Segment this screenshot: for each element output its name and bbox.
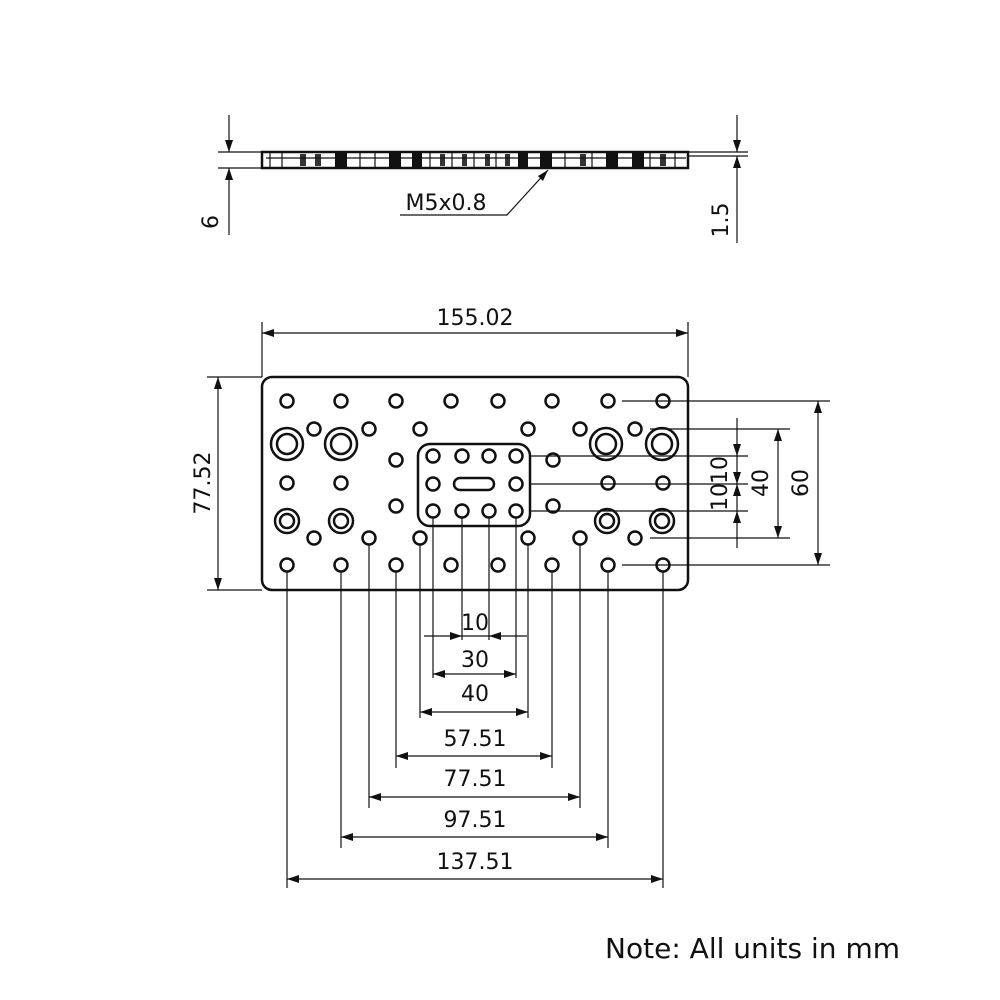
hdim-77-label: 77.51 xyxy=(444,767,507,792)
thickness-dimension: 6 xyxy=(199,115,262,235)
vdim-40-label: 40 xyxy=(749,469,774,497)
vdim-10b-label: 10 xyxy=(708,483,733,511)
horizontal-dimensions: 10 30 40 57.51 77.51 97.5 xyxy=(286,518,664,888)
thread-callout: M5x0.8 xyxy=(400,169,549,216)
side-view-holes xyxy=(266,152,686,168)
thickness-label: 6 xyxy=(199,215,224,229)
width-label: 155.02 xyxy=(437,306,514,331)
center-slot xyxy=(452,476,496,492)
units-note: Note: All units in mm xyxy=(605,932,900,965)
vertical-dimensions: 60 40 10 10 xyxy=(530,400,830,566)
hole-pattern xyxy=(269,393,680,573)
vdim-10a-label: 10 xyxy=(708,456,733,484)
hdim-137-label: 137.51 xyxy=(437,850,514,875)
hdim-97-label: 97.51 xyxy=(444,808,507,833)
hdim-57-label: 57.51 xyxy=(444,727,507,752)
counterbore-label: 1.5 xyxy=(709,203,734,238)
side-view-plate xyxy=(260,150,690,170)
side-view: 6 M5x0.8 1.5 xyxy=(199,115,748,243)
counterbore-dimension: 1.5 xyxy=(688,115,748,243)
center-pocket xyxy=(416,442,532,528)
hdim-30-label: 30 xyxy=(461,648,489,673)
height-label: 77.52 xyxy=(191,452,216,515)
hdim-40-label: 40 xyxy=(461,682,489,707)
thread-label: M5x0.8 xyxy=(406,191,487,216)
top-view: 155.02 77.52 60 xyxy=(191,306,830,888)
vdim-60-label: 60 xyxy=(789,469,814,497)
height-dimension: 77.52 xyxy=(191,376,262,591)
hdim-10-label: 10 xyxy=(461,611,489,636)
width-dimension: 155.02 xyxy=(261,306,689,377)
